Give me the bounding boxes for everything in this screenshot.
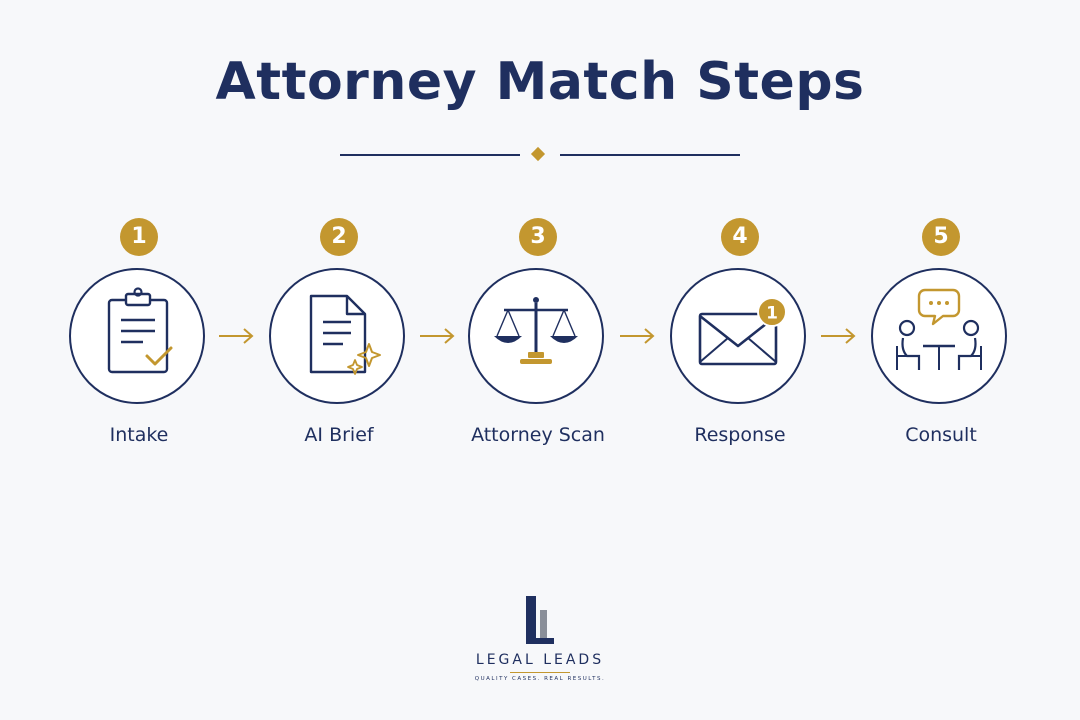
step-label: Consult <box>905 424 977 446</box>
ll-monogram-logo <box>526 596 554 644</box>
step-circle <box>871 268 1007 404</box>
scales-of-justice-icon <box>494 297 578 364</box>
diamond-icon <box>530 146 546 162</box>
page-title: Attorney Match Steps <box>215 52 865 112</box>
arrow-right-icon <box>219 328 254 344</box>
step-label: Attorney Scan <box>471 424 605 446</box>
step-number-badge: 2 <box>320 218 358 256</box>
document-sparkle-icon <box>309 294 381 375</box>
step-circle <box>69 268 205 404</box>
step-circle <box>269 268 405 404</box>
envelope-notification-icon: 1 <box>698 297 787 366</box>
divider-line-right <box>560 154 740 156</box>
step-circle <box>468 268 604 404</box>
step-label: AI Brief <box>304 424 374 446</box>
step-label: Response <box>694 424 786 446</box>
step-number-badge: 4 <box>721 218 759 256</box>
divider-line-left <box>340 154 520 156</box>
arrow-right-icon <box>420 328 455 344</box>
clipboard-check-icon <box>107 287 173 374</box>
brand-name: LEGAL LEADS <box>475 652 605 668</box>
arrow-right-icon <box>620 328 655 344</box>
step-number-badge: 1 <box>120 218 158 256</box>
brand-rule <box>510 672 570 673</box>
arrow-right-icon <box>821 328 856 344</box>
step-number-badge: 3 <box>519 218 557 256</box>
consultation-meeting-icon <box>896 288 982 370</box>
step-number-badge: 5 <box>922 218 960 256</box>
step-circle: 1 <box>670 268 806 404</box>
step-label: Intake <box>109 424 169 446</box>
legal-leads-logo: LEGAL LEADS QUALITY CASES. REAL RESULTS. <box>440 592 640 692</box>
notification-badge <box>757 297 787 327</box>
brand-tagline: QUALITY CASES. REAL RESULTS. <box>474 676 606 682</box>
notification-count: 1 <box>766 304 778 324</box>
title-divider <box>340 146 740 163</box>
